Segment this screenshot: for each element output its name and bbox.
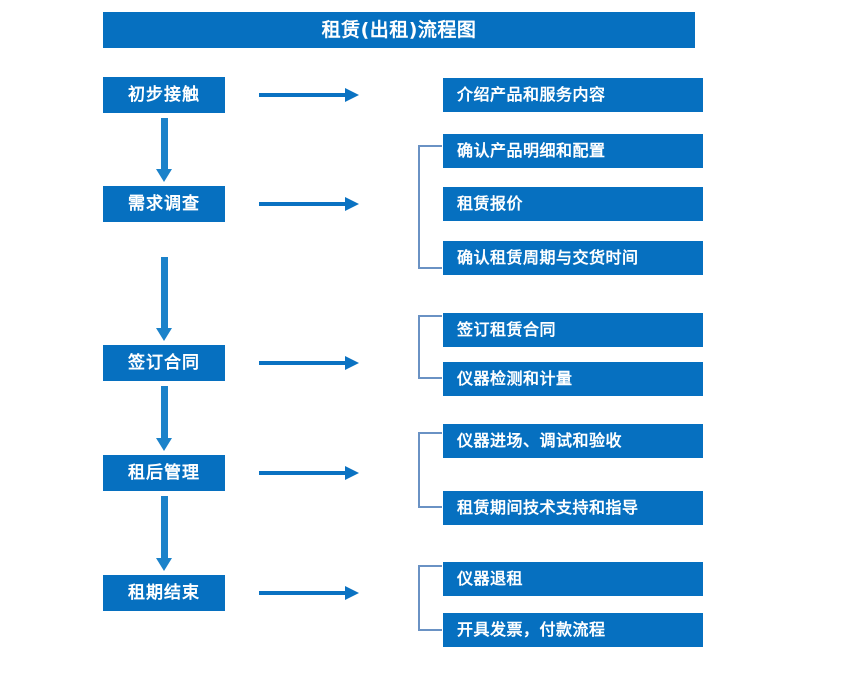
detail-box-qiandingzulinhetong[interactable]: 签订租赁合同 — [443, 313, 703, 347]
stage-label: 需求调查 — [128, 193, 200, 214]
detail-label: 开具发票，付款流程 — [457, 620, 606, 639]
stage-label: 签订合同 — [128, 352, 200, 373]
group-bracket-xuqiudiaocha — [418, 145, 442, 269]
horizontal-arrow-icon-5 — [259, 585, 359, 601]
detail-label: 确认租赁周期与交货时间 — [457, 248, 639, 267]
detail-label: 仪器退租 — [457, 569, 524, 588]
detail-label: 租赁期间技术支持和指导 — [457, 498, 639, 517]
stage-label: 初步接触 — [128, 84, 200, 105]
vertical-arrow-icon-3 — [155, 386, 173, 451]
detail-label: 租赁报价 — [457, 194, 524, 213]
detail-box-yiqijinchang[interactable]: 仪器进场、调试和验收 — [443, 424, 703, 458]
detail-label: 介绍产品和服务内容 — [457, 85, 606, 104]
horizontal-arrow-icon-2 — [259, 196, 359, 212]
detail-box-jieshaochanpin[interactable]: 介绍产品和服务内容 — [443, 78, 703, 112]
stage-box-qiandinghetong[interactable]: 签订合同 — [103, 345, 225, 381]
stage-label: 租后管理 — [128, 462, 200, 483]
vertical-arrow-icon-4 — [155, 496, 173, 571]
detail-label: 仪器进场、调试和验收 — [457, 431, 623, 450]
stage-box-zuqijieshu[interactable]: 租期结束 — [103, 575, 225, 611]
detail-box-zulinqijianjishuzhichi[interactable]: 租赁期间技术支持和指导 — [443, 491, 703, 525]
stage-box-zuhouguanli[interactable]: 租后管理 — [103, 455, 225, 491]
detail-box-kaijufapiao[interactable]: 开具发票，付款流程 — [443, 613, 703, 647]
detail-box-yiqijianceheliliang[interactable]: 仪器检测和计量 — [443, 362, 703, 396]
group-bracket-zuhouguanli — [418, 432, 442, 508]
group-bracket-zuqijieshu — [418, 565, 442, 631]
detail-box-querenchanpin[interactable]: 确认产品明细和配置 — [443, 134, 703, 168]
horizontal-arrow-icon-3 — [259, 355, 359, 371]
stage-label: 租期结束 — [128, 582, 200, 603]
detail-label: 仪器检测和计量 — [457, 369, 573, 388]
vertical-arrow-icon-2 — [155, 257, 173, 341]
horizontal-arrow-icon-1 — [259, 87, 359, 103]
stage-box-chubujiechu[interactable]: 初步接触 — [103, 77, 225, 113]
horizontal-arrow-icon-4 — [259, 465, 359, 481]
detail-label: 签订租赁合同 — [457, 320, 557, 339]
vertical-arrow-icon-1 — [155, 118, 173, 182]
diagram-title: 租赁(出租)流程图 — [321, 18, 477, 41]
stage-box-xuqiudiaocha[interactable]: 需求调查 — [103, 186, 225, 222]
detail-box-yiqituizu[interactable]: 仪器退租 — [443, 562, 703, 596]
group-bracket-qiandinghetong — [418, 315, 442, 379]
detail-box-zulinbaojia[interactable]: 租赁报价 — [443, 187, 703, 221]
diagram-title-banner: 租赁(出租)流程图 — [103, 12, 695, 48]
detail-label: 确认产品明细和配置 — [457, 141, 606, 160]
detail-box-querenzulinzhouqi[interactable]: 确认租赁周期与交货时间 — [443, 241, 703, 275]
